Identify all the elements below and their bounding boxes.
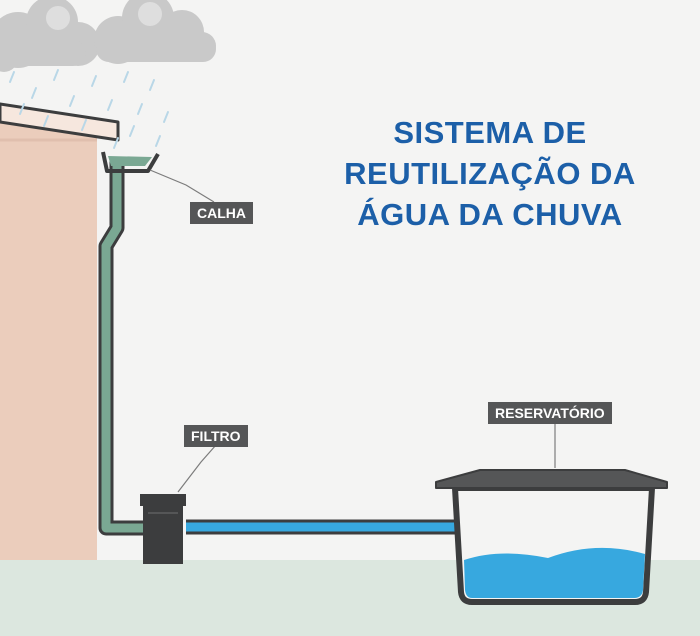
house-wall (0, 122, 97, 560)
page-title: SISTEMA DE REUTILIZAÇÃO DA ÁGUA DA CHUVA (300, 112, 680, 235)
title-line-2: REUTILIZAÇÃO DA (344, 156, 636, 191)
title-line-1: SISTEMA DE (393, 115, 587, 150)
title-line-3: ÁGUA DA CHUVA (357, 197, 623, 232)
filtro-label: FILTRO (184, 425, 248, 447)
filter-icon (140, 494, 186, 564)
calha-label: CALHA (190, 202, 253, 224)
cloud-icon (0, 0, 216, 72)
reservoir-icon (435, 469, 668, 605)
calha-leader-line (149, 169, 215, 203)
filtro-leader-line (177, 444, 217, 493)
reservatorio-label: RESERVATÓRIO (488, 402, 612, 424)
downspout-pipe (98, 160, 145, 536)
reservoir-water (464, 547, 645, 598)
cloud-highlight (46, 2, 162, 30)
rain-icon (9, 69, 169, 149)
gutter-icon (101, 151, 160, 173)
